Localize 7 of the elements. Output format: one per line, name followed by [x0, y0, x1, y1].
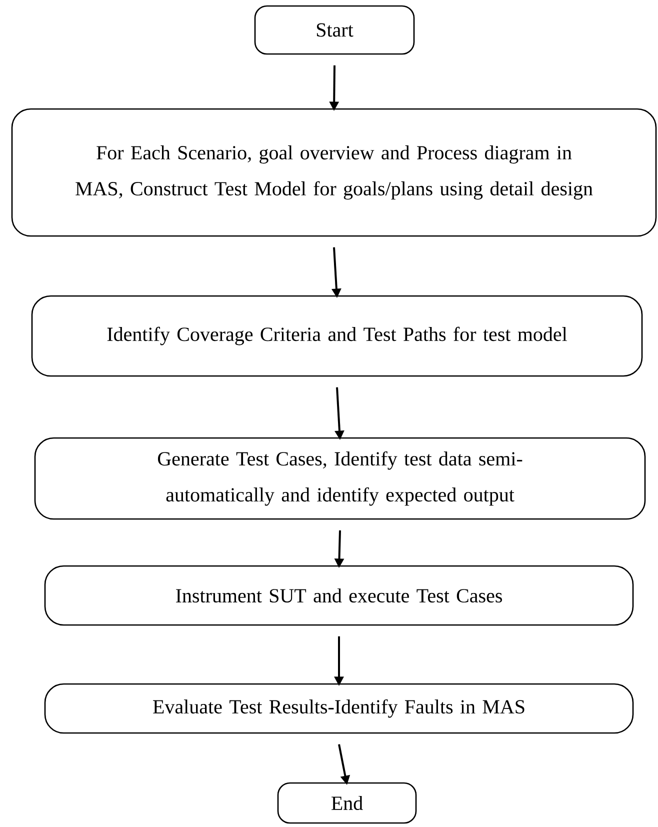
terminal-box: Start	[254, 5, 415, 55]
process-box: Instrument SUT and execute Test Cases	[44, 565, 634, 626]
process-box: For Each Scenario, goal overview and Process diagram in MAS, Construct Test Model for goals/plans using detail design	[11, 108, 657, 237]
process-box: Identify Coverage Criteria and Test Paths for test model	[31, 295, 643, 377]
terminal-box: End	[277, 782, 417, 824]
process-box: Evaluate Test Results-Identify Faults in MAS	[44, 683, 634, 734]
process-box: Generate Test Cases, Identify test data semi-automatically and identify expected output	[34, 437, 646, 520]
